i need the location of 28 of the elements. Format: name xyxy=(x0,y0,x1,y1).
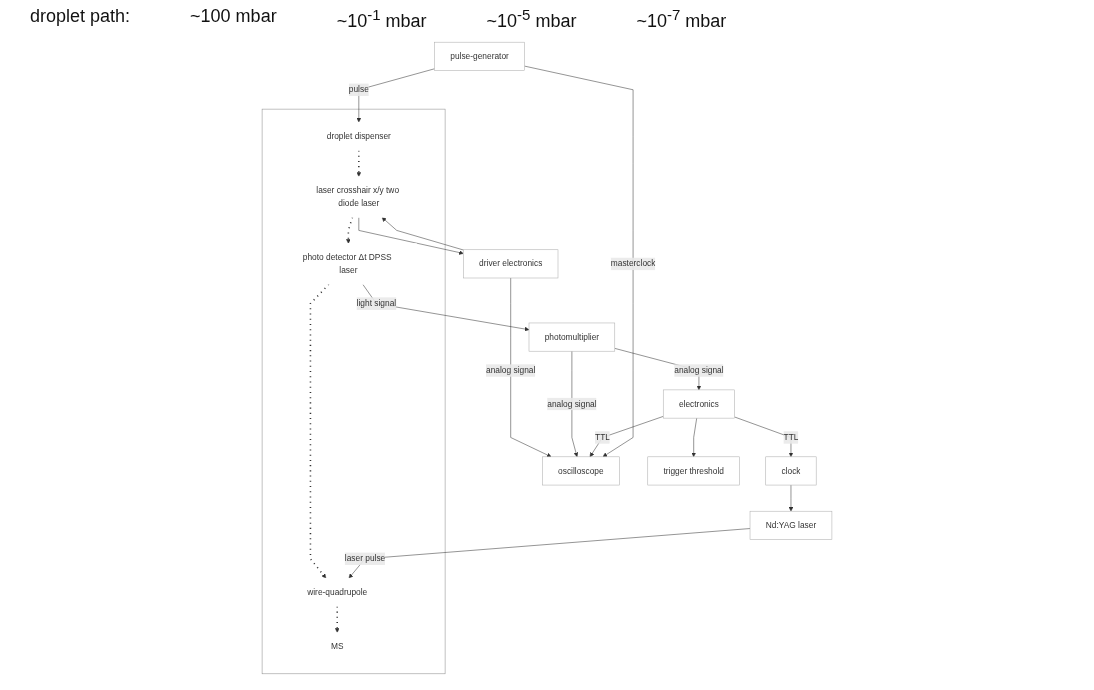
cluster xyxy=(261,108,446,675)
node-text: droplet dispenser xyxy=(326,131,391,141)
node-text: photo detector Δt DPSS laser xyxy=(302,252,392,275)
node-box: pulse-generator xyxy=(434,41,525,71)
edge-label: analog signal xyxy=(674,365,724,375)
node-box: oscilloscope xyxy=(542,456,620,486)
pressure-label: ~10$^{-1}$ mbar xyxy=(336,6,427,32)
edge-label: TTL xyxy=(595,432,610,442)
pressure-label: droplet path: xyxy=(30,6,131,28)
node-box: clock xyxy=(765,456,817,486)
node-box: photomultiplier xyxy=(528,322,616,352)
node-box: trigger threshold xyxy=(647,456,740,486)
edge-label: analog signal xyxy=(547,399,597,409)
edge-label: laser pulse xyxy=(344,554,386,563)
pressure-label: ~10$^{-5}$ mbar xyxy=(486,6,577,32)
edge-label: light signal xyxy=(356,298,397,308)
edge-label: pulse xyxy=(348,85,369,94)
edge-label: masterclock xyxy=(610,259,656,269)
node-text: laser crosshair x/y two diode laser xyxy=(316,185,400,208)
pressure-label: ~10$^{-7}$ mbar xyxy=(636,6,727,32)
pressure-label: ~100 mbar xyxy=(190,6,277,28)
edge-label: TTL xyxy=(783,432,799,442)
node-box: electronics xyxy=(663,389,735,419)
edge-label: analog signal xyxy=(486,365,536,375)
node-box: driver electronics xyxy=(463,249,559,279)
node-text: MS xyxy=(330,641,344,651)
node-box: Nd:YAG laser xyxy=(749,510,833,540)
node-text: wire-quadrupole xyxy=(307,587,368,597)
